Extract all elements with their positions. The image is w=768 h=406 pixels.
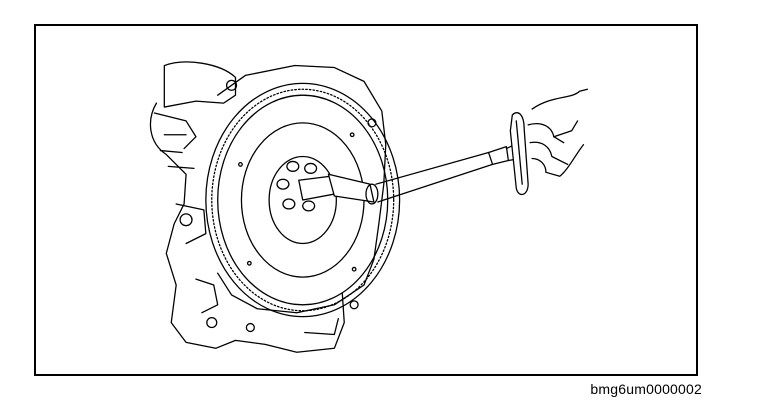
hand [527, 88, 589, 177]
figure-caption: bmg6um0000002 [590, 381, 702, 397]
flywheel-illustration [149, 61, 589, 353]
flywheel-bolts [276, 160, 318, 212]
engine-block [149, 61, 345, 353]
figure-frame [34, 24, 698, 376]
torque-tool [298, 112, 529, 205]
